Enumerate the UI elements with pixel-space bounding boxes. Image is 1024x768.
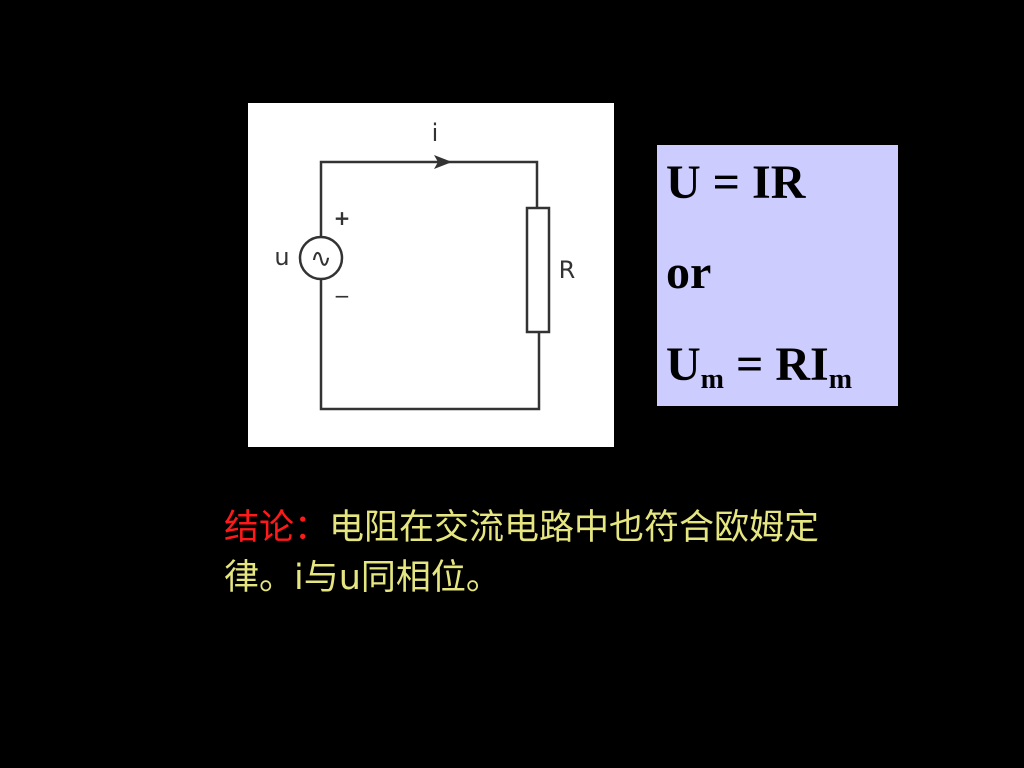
conclusion-label: 结论： [224, 508, 330, 548]
minus-label: − [334, 284, 351, 308]
circuit-diagram: i ∿ u + − R [248, 103, 614, 447]
formula-amplitude: Um = RIm [666, 338, 852, 394]
formula-box: U = IR or Um = RIm [657, 145, 898, 406]
formula-or: or [666, 246, 712, 299]
ac-source-circle [298, 235, 344, 281]
formula-amplitude-u: U [666, 338, 701, 391]
formula-amplitude-sub2: m [828, 364, 853, 395]
wire-top-left [319, 160, 539, 237]
conclusion-body: 电阻在交流电路中也符合欧姆定律。i与u同相位。 [224, 508, 820, 598]
current-label: i [432, 119, 439, 147]
resistor-label: R [559, 256, 576, 284]
formula-amplitude-sub1: m [700, 364, 724, 395]
formula-amplitude-eq: = RI [724, 338, 829, 391]
formula-ohm-law: U = IR [666, 156, 806, 209]
source-label: u [274, 243, 289, 271]
circuit-svg: i ∿ u + − R [274, 119, 576, 411]
ac-source-symbol: ∿ [310, 244, 332, 274]
current-arrow [434, 155, 452, 169]
resistor [525, 206, 551, 334]
wire-bottom [319, 279, 541, 411]
plus-label: + [334, 206, 351, 230]
conclusion-text: 结论：电阻在交流电路中也符合欧姆定律。i与u同相位。 [224, 503, 874, 603]
